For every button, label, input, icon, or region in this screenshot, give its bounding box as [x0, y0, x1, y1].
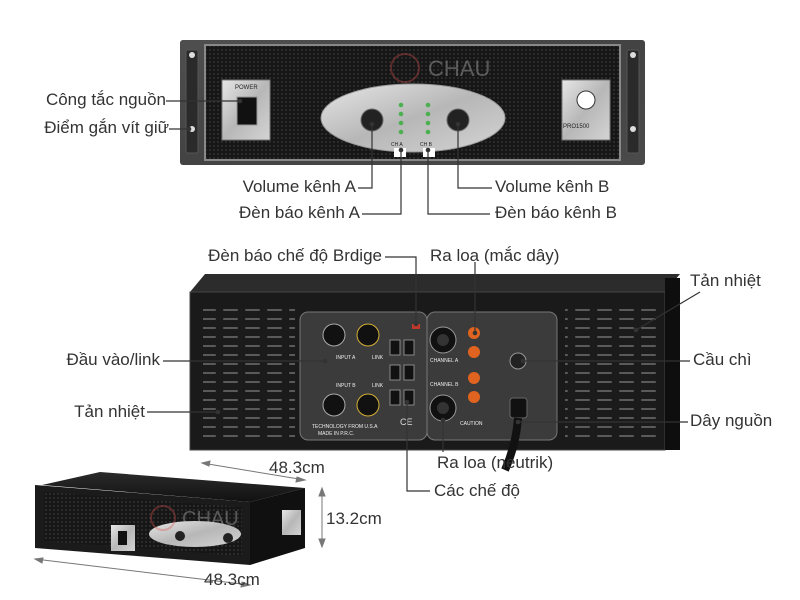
rear-tech-text: TECHNOLOGY FROM U.S.A	[312, 424, 378, 430]
label-mount-point: Điểm gắn vít giữ	[44, 118, 169, 137]
rear-leader-lines	[147, 256, 701, 492]
paw-logo	[576, 90, 596, 110]
rear-ce-text: CE	[400, 417, 413, 427]
front-chb-text: CH B	[420, 142, 433, 148]
front-cha-text: CH A	[391, 142, 403, 148]
rear-input-a-text: INPUT A	[336, 355, 356, 361]
front-leader-lines	[166, 100, 492, 215]
rear-link-b-text: LINK	[372, 383, 384, 389]
front-model-text: PRO1500	[563, 124, 590, 130]
label-speaker-neutrik: Ra loa (neutrik)	[437, 453, 554, 472]
rear-caution-text: CAUTION	[460, 421, 483, 427]
rear-heatsink-left	[203, 308, 295, 440]
xlr-inputs	[322, 323, 380, 417]
front-leader-dots	[186, 98, 461, 153]
mode-switches	[389, 339, 415, 406]
label-power-cord: Dây nguồn	[690, 411, 773, 430]
front-power-text: POWER	[235, 85, 258, 91]
rear-channel-a-text: CHANNEL A	[430, 358, 459, 364]
rear-link-a-text: LINK	[372, 355, 384, 361]
front-amplifier: POWER PRO1500 CH A CH B	[180, 40, 645, 165]
rear-heatsink-right	[565, 308, 657, 440]
label-heatsink-left: Tản nhiệt	[74, 402, 145, 421]
dimension-height: 13.2cm	[326, 509, 382, 528]
svg-text:CHAU: CHAU	[428, 56, 490, 81]
power-switch	[236, 96, 258, 126]
rear-channel-b-text: CHANNEL B	[430, 382, 459, 388]
label-volume-a: Volume kênh A	[242, 177, 356, 196]
label-heatsink-top: Tản nhiệt	[690, 271, 761, 290]
rear-amplifier: INPUT A INPUT B LINK LINK CHANNEL A CHAN…	[189, 274, 680, 472]
channel-b-leds	[425, 102, 431, 135]
dimension-width-bottom: 48.3cm	[204, 570, 260, 589]
label-input-link: Đầu vào/link	[66, 350, 160, 369]
channel-a-leds	[398, 102, 404, 135]
bridge-led	[412, 324, 420, 329]
label-fuse: Cầu chì	[693, 350, 752, 369]
svg-text:CHAU: CHAU	[182, 508, 239, 530]
rear-input-b-text: INPUT B	[336, 383, 356, 389]
label-led-b: Đèn báo kênh B	[495, 203, 617, 222]
rear-leader-dots	[215, 321, 639, 425]
label-power-switch: Công tắc nguồn	[45, 90, 166, 109]
perspective-amplifier	[35, 472, 305, 565]
speakon-outputs	[429, 326, 457, 422]
dimension-width-top: 48.3cm	[269, 458, 325, 477]
label-volume-b: Volume kênh B	[495, 177, 610, 196]
label-led-a: Đèn báo kênh A	[239, 203, 360, 222]
watermark: CHAU CHAU	[150, 53, 490, 531]
dimension-lines	[33, 460, 326, 588]
label-modes: Các chế độ	[434, 481, 520, 500]
label-bridge-led: Đèn báo chế độ Brdige	[208, 246, 382, 265]
label-speaker-wire: Ra loa (mắc dây)	[430, 246, 560, 265]
rear-made-text: MADE IN P.R.C.	[318, 431, 354, 437]
